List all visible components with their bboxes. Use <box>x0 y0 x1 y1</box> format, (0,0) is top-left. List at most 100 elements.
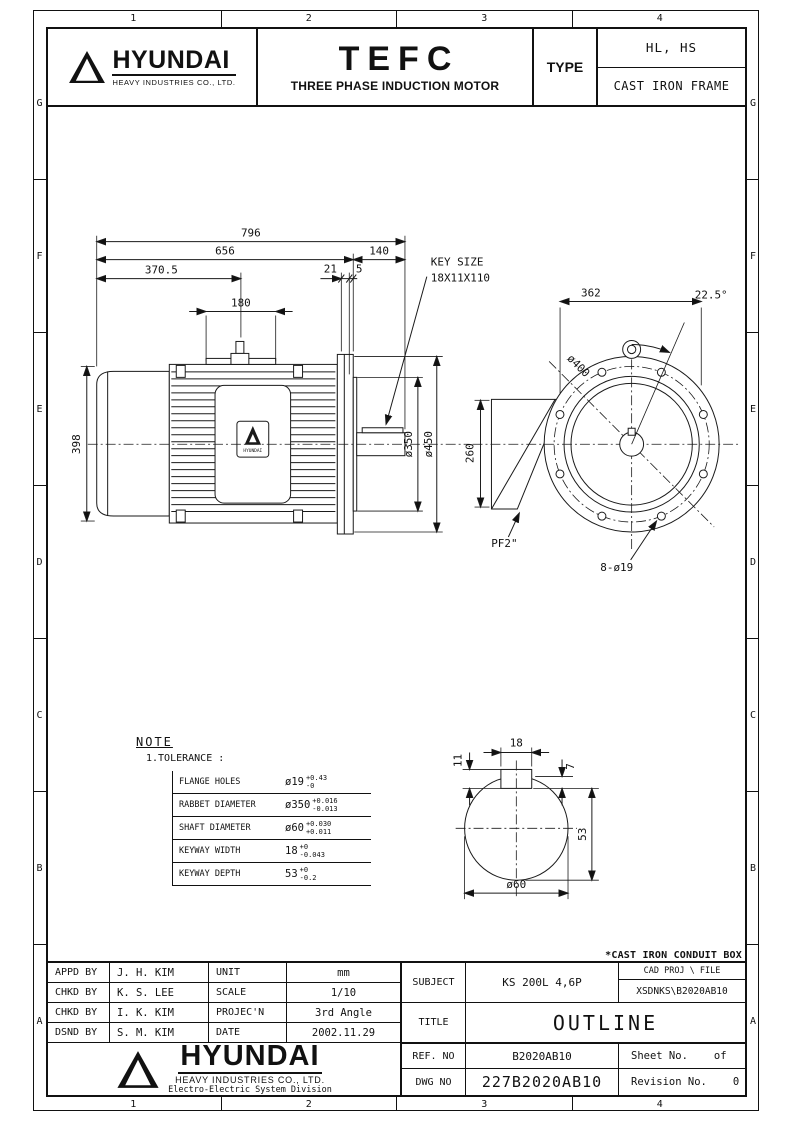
title-block-right: SUBJECT KS 200L 4,6P CAD PROJ \ FILE XSD… <box>402 963 745 1095</box>
meta-label: PROJEC'N <box>209 1003 287 1022</box>
dwg-no-label: DWG NO <box>402 1069 466 1095</box>
ruler-row-label: A <box>749 1015 757 1027</box>
meta-value: mm <box>337 966 350 979</box>
ruler-column-label: 2 <box>222 10 397 27</box>
subject-label: SUBJECT <box>402 963 466 1003</box>
subject-value: KS 200L 4,6P <box>466 963 619 1003</box>
approval-role: APPD BY <box>48 963 110 982</box>
nameplate-brand-text: HYUNDAI <box>243 448 262 454</box>
cad-file-label: CAD PROJ \ FILE <box>619 963 745 980</box>
tolerance-upper: +0.016 <box>312 797 338 806</box>
note-subtitle: 1.TOLERANCE : <box>146 753 225 764</box>
shaft-detail-dimensions: 18 7 11 53 ø60 <box>452 736 599 900</box>
ruler-row-label: C <box>747 639 759 792</box>
dim-key-7: 7 <box>564 763 577 770</box>
title-block-left: APPD BY J. H. KIM UNIT mm CHKD BY K. S. … <box>48 963 402 1095</box>
tolerance-base: 53 <box>285 868 298 881</box>
ref-no-label: REF. NO <box>402 1043 466 1069</box>
approval-role: CHKD BY <box>48 983 110 1002</box>
tolerance-lower: -0.043 <box>299 851 325 860</box>
approval-name: K. S. LEE <box>110 983 209 1002</box>
technical-drawing: HYUNDAI 796 <box>70 227 740 900</box>
footer-logo: HYUNDAI HEAVY INDUSTRIES CO., LTD. Elect… <box>48 1042 400 1095</box>
tolerance-upper: +0 <box>299 866 309 875</box>
ruler-row-label: E <box>33 333 46 486</box>
motor-side-view: HYUNDAI <box>87 340 470 535</box>
tolerance-limits: +0-0.2 <box>300 866 317 882</box>
frame-value: CAST IRON FRAME <box>613 79 730 94</box>
revision-value: 0 <box>732 1076 740 1089</box>
key-size-note-line1: KEY SIZE <box>431 256 484 269</box>
tolerance-label: FLANGE HOLES <box>179 777 241 788</box>
approval-name: S. M. KIM <box>110 1023 209 1042</box>
outer-border <box>33 10 759 1111</box>
ref-row: REF. NO B2020AB10 Sheet No. of <box>402 1041 745 1069</box>
approval-name: J. H. KIM <box>110 963 209 982</box>
ruler-column-label: 4 <box>656 1098 663 1110</box>
approval-row: APPD BY J. H. KIM UNIT mm <box>48 963 400 983</box>
dim-180: 180 <box>231 297 251 310</box>
tolerance-base: 18 <box>285 845 298 858</box>
ruler-row-label: D <box>33 486 46 639</box>
ruler-column-label: 4 <box>656 13 663 24</box>
tolerance-label: RABBET DIAMETER <box>179 800 256 811</box>
tolerance-row: FLANGE HOLES ø19 +0.43-0 <box>173 771 371 795</box>
tolerance-row: SHAFT DIAMETER ø60 +0.030+0.011 <box>173 817 371 841</box>
shaft-section-detail <box>455 760 577 898</box>
approval-name: I. K. KIM <box>110 1003 209 1022</box>
dim-140: 140 <box>369 245 389 258</box>
tolerance-lower: +0.011 <box>305 828 332 837</box>
type-value: HL, HS <box>598 29 745 68</box>
ruler-column-label: 1 <box>46 1097 222 1111</box>
key-size-note-line2: 18X11X110 <box>431 272 490 285</box>
tolerance-base: ø350 <box>285 799 311 812</box>
motor-front-view <box>472 339 740 550</box>
ruler-row-label: G <box>747 27 759 180</box>
header-logo-cell: HYUNDAI HEAVY INDUSTRIES CO., LTD. <box>48 29 258 105</box>
revision-label: Revision No. <box>631 1076 707 1089</box>
tolerance-lower: -0.2 <box>299 874 317 883</box>
tolerance-limits: +0.016-0.013 <box>312 797 337 813</box>
top-title-bar: HYUNDAI HEAVY INDUSTRIES CO., LTD. TEFC … <box>48 29 745 107</box>
dim-398: 398 <box>70 434 83 454</box>
dim-angle: 22.5° <box>695 289 728 302</box>
dim-5: 5 <box>356 263 363 276</box>
ruler-row-label: A <box>36 1015 43 1027</box>
tolerance-note: NOTE 1.TOLERANCE : FLANGE HOLES ø19 +0.4… <box>136 735 382 887</box>
approvals-table: APPD BY J. H. KIM UNIT mm CHKD BY K. S. … <box>48 963 400 1043</box>
approval-role: DSND BY <box>48 1023 110 1042</box>
product-title-cell: TEFC THREE PHASE INDUCTION MOTOR <box>258 29 534 105</box>
hyundai-logo-icon <box>69 50 106 84</box>
brand-name: HYUNDAI <box>112 47 236 76</box>
note-title: NOTE <box>136 735 173 749</box>
ruler-column-label: 3 <box>397 10 573 27</box>
conduit-box-note: *CAST IRON CONDUIT BOX <box>605 950 742 961</box>
brand-division: Electro-Electric System Division <box>168 1084 332 1095</box>
hyundai-logo-icon <box>117 1050 159 1088</box>
ruler-row-label: D <box>747 486 759 639</box>
tolerance-limits: +0.43-0 <box>306 774 327 790</box>
dwg-row: DWG NO 227B2020AB10 Revision No. 0 <box>402 1068 745 1095</box>
ruler-row-label: B <box>33 792 46 945</box>
cad-file-value: XSDNKS\B2020AB10 <box>636 985 728 997</box>
dim-d60: ø60 <box>506 878 526 891</box>
meta-label: DATE <box>209 1023 287 1042</box>
tolerance-base: ø19 <box>285 776 304 789</box>
tolerance-base: ø60 <box>285 822 304 835</box>
title-block: APPD BY J. H. KIM UNIT mm CHKD BY K. S. … <box>48 961 745 1095</box>
tolerance-label: KEYWAY DEPTH <box>179 869 241 880</box>
lifting-lug <box>235 340 245 354</box>
bolt-holes-label: 8-ø19 <box>600 561 633 574</box>
tolerance-limits: +0-0.043 <box>300 843 325 859</box>
terminal-box <box>490 398 563 510</box>
tolerance-limits: +0.030+0.011 <box>306 820 331 836</box>
meta-label: UNIT <box>209 963 287 982</box>
meta-value: 1/10 <box>330 986 357 999</box>
ruler-bottom: 1 2 3 4 <box>46 1097 747 1111</box>
tolerance-row: RABBET DIAMETER ø350 +0.016-0.013 <box>173 794 371 818</box>
dim-key-18: 18 <box>510 736 523 749</box>
dim-d350: ø350 <box>402 431 415 457</box>
title-label: TITLE <box>402 1003 466 1042</box>
approval-row: CHKD BY I. K. KIM PROJEC'N 3rd Angle <box>48 1003 400 1023</box>
product-title: TEFC <box>338 39 460 78</box>
